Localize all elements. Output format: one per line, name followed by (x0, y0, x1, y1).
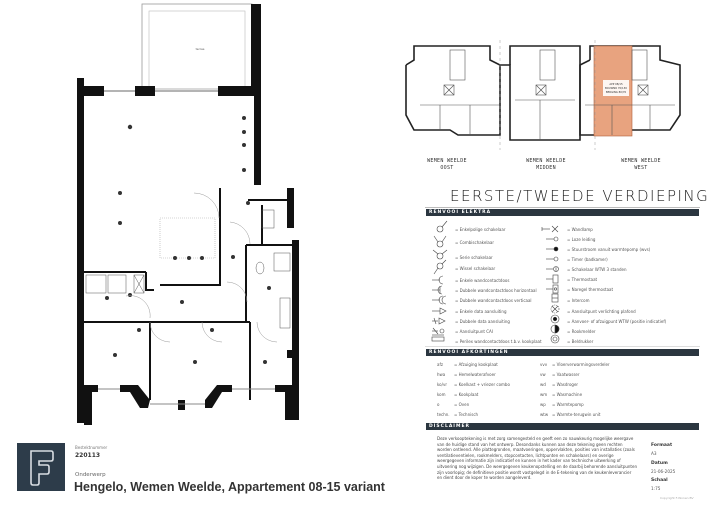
legend-item: = Dubbele wandcontactdoos horizontaal (455, 288, 537, 293)
svg-text:APP 08/15: APP 08/15 (609, 82, 623, 86)
keyplan-label-west: WEMEN WEELDE WEST (621, 158, 661, 171)
svg-text:terras: terras (196, 47, 205, 51)
disclaimer-header: DISCLAIMER (426, 423, 699, 430)
keyplan-label-oost: WEMEN WEELDE OOST (427, 158, 467, 171)
datum-value: 21-06-2025 (651, 469, 676, 474)
legend-item: = Aansluitpunt CAI (455, 329, 493, 334)
schaal-label: Schaal (651, 478, 668, 483)
legend-item: = Rookmelder (567, 329, 596, 334)
company-logo (17, 443, 65, 491)
copyright: Copyright F-Wonen BV (660, 496, 694, 500)
legend-item: = Enkelpolige schakelaar (455, 227, 506, 232)
legend-item: = Beldrukker (567, 339, 594, 344)
abbr-item: afz= Afzuiging kookplaat (437, 362, 498, 367)
legend-item: = Dubbele data aansluiting (455, 319, 510, 324)
legend-item: = Enkele wandcontactdoos (455, 278, 510, 283)
abbr-item: vw= Vaatwasser (540, 372, 580, 377)
divider (425, 346, 700, 347)
abbr-item: wp= Warmtepomp (540, 402, 584, 407)
legend-item: = Aanvoer- of afzuigpunt WTW (positie in… (567, 319, 667, 324)
legend-item: = Naregel thermostaat (567, 287, 614, 292)
abbr-item: wtw= Warmte-terugwin unit (540, 412, 601, 417)
legend-item: = Timer (badkamer) (567, 257, 608, 262)
formaat-label: Formaat (651, 443, 673, 448)
disclaimer-text: Deze verkooptekening is met zorg samenge… (437, 436, 637, 481)
onderwerp-label: Onderwerp (75, 472, 106, 478)
apartment-floorplan: terras (77, 3, 299, 425)
legend-item: = Wissel schakelaar (455, 266, 496, 271)
schaal-value: 1:75 (651, 486, 661, 491)
legend-electra-header: RENVOOI ELEKTRA (426, 209, 699, 216)
abbr-item: ko/vr= Koelkast + vriezer combo (437, 382, 510, 387)
legend-item: = Enkele data aansluiting (455, 309, 507, 314)
legend-item: = Thermostaat (567, 277, 598, 282)
bestek-label: Bestektnummer (75, 445, 108, 450)
legend-item: = Combischakelaar (455, 240, 494, 245)
svg-text:BERGING 80/70: BERGING 80/70 (606, 90, 627, 94)
legend-item: = Intercom (567, 298, 590, 303)
abbr-item: wd= Wasdroger (540, 382, 579, 387)
abbr-item: wm= Wasmachine (540, 392, 583, 397)
abbr-item: techn.= Technisch (437, 412, 479, 417)
legend-item: = Schakelaar WTW 3 standen (567, 267, 627, 272)
legend-item: = Loze leiding (567, 237, 596, 242)
bestek-number: 220113 (75, 452, 101, 459)
electra-symbols-left (431, 220, 448, 342)
svg-text:BOUWNR 70/130: BOUWNR 70/130 (605, 86, 627, 90)
formaat-value: A3 (651, 451, 657, 456)
legend-item: = Perilex wandcontactdoos t.b.v. kookpla… (455, 339, 542, 344)
legend-item: = Serie schakelaar (455, 255, 493, 260)
abbr-item: vvv= Vloerverwarmingsverdeler (540, 362, 610, 367)
legend-item: = Stuurstroom vanuit warmtepomp (wvs) (567, 247, 651, 252)
logo-f-icon (30, 450, 54, 486)
document-title: Hengelo, Wemen Weelde, Appartement 08-15… (74, 480, 385, 494)
abbr-item: hwa= Hemelwaterafvoer (437, 372, 496, 377)
datum-label: Datum (651, 461, 668, 466)
legend-item: = Dubbele wandcontactdoos verticaal (455, 298, 532, 303)
legend-item: = Wandlamp (567, 227, 593, 232)
keyplan-label-midden: WEMEN WEELDE MIDDEN (526, 158, 566, 171)
legend-item: = Aansluitpunt verlichting plafond (567, 309, 636, 314)
legend-abbr-header: RENVOOI AFKORTINGEN (426, 349, 699, 356)
divider (425, 207, 700, 208)
electra-symbols-right (541, 225, 560, 344)
abbr-item: o= Oven (437, 402, 470, 407)
abbr-item: kom= Kookplaat (437, 392, 479, 397)
floor-title: EERSTE/TWEEDE VERDIEPING (450, 187, 710, 205)
building-keyplan: APP 08/15 BOUWNR 70/130 BERGING 80/70 (405, 40, 681, 150)
